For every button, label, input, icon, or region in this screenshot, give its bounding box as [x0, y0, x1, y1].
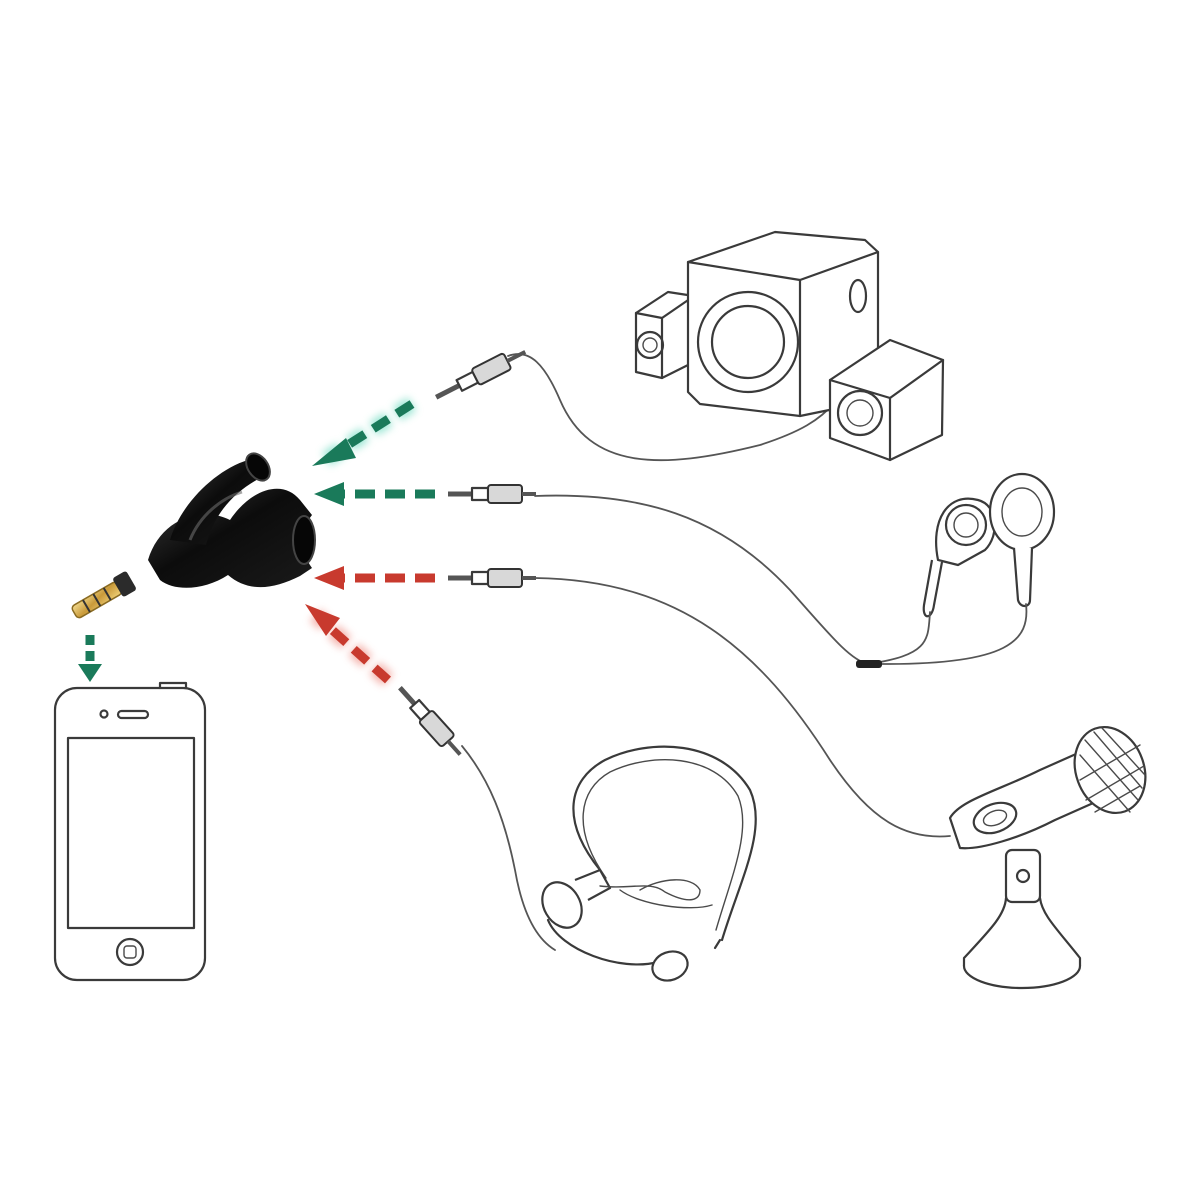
arrow-to-phone [78, 635, 102, 682]
arrow-from-headset [305, 604, 394, 686]
arrow-to-earphones [314, 482, 435, 506]
desktop-microphone-icon [948, 725, 1147, 990]
earphone-cable [534, 494, 869, 665]
headset-plug [398, 686, 462, 756]
speaker-plug [435, 350, 527, 400]
headset-icon [541, 745, 757, 982]
speaker-cable [507, 353, 836, 462]
arrow-to-speakers [312, 397, 417, 467]
microphone-plug [448, 568, 536, 588]
cables [461, 353, 951, 951]
microphone-cable [534, 577, 951, 838]
headset-cable [461, 745, 556, 951]
earphones-icon [856, 472, 1056, 668]
splitter-adapter-icon [71, 452, 316, 619]
speaker-system-icon [634, 230, 945, 462]
earphone-plug [448, 484, 536, 504]
smartphone-icon [53, 681, 207, 982]
arrow-from-microphone [314, 566, 435, 590]
